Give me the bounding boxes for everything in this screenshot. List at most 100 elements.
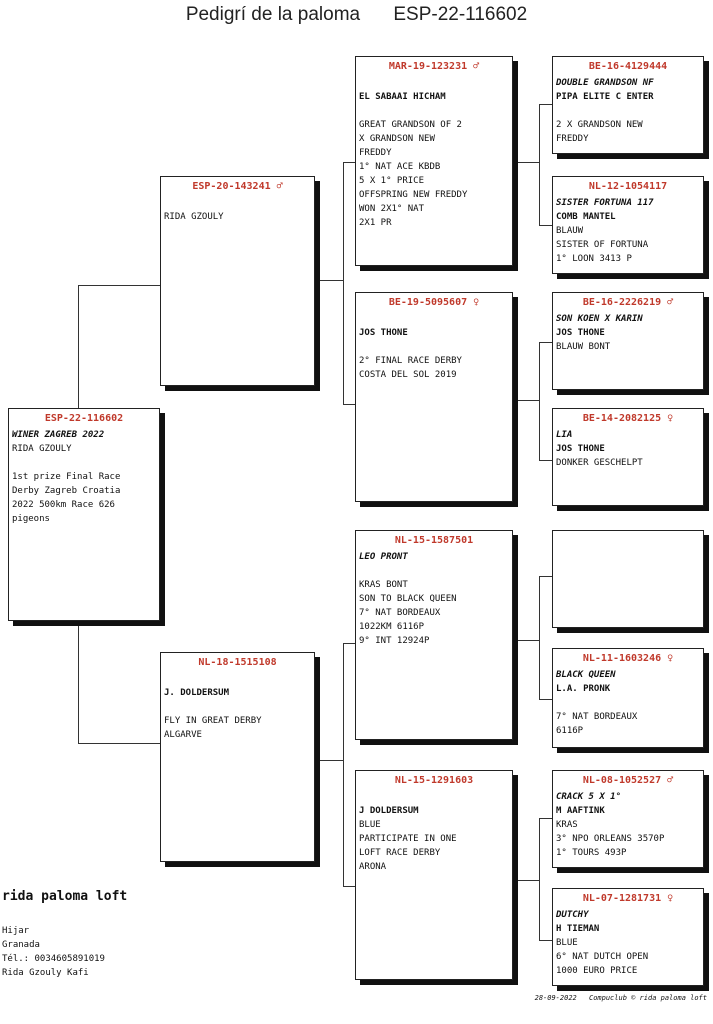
pedigree-line: Derby Zagreb Croatia [12, 486, 121, 496]
connector [539, 225, 553, 226]
ring-number: ESP-22-116602 [44, 413, 124, 424]
pedigree-line: SON KOEN X KARIN [556, 314, 643, 324]
pedigree-line: LIA [556, 430, 573, 440]
pedigree-line [359, 312, 509, 326]
pedigree-line: 1° NAT ACE KBDB [359, 162, 441, 172]
pedigree-line [164, 196, 311, 210]
pedigree-line: BLUE [359, 820, 381, 830]
connector [539, 460, 553, 461]
pedigree-line: OFFSPRING NEW FREDDY [359, 190, 468, 200]
connector [539, 576, 540, 699]
pedigree-line [556, 104, 700, 118]
pedigree-line: BLACK QUEEN [556, 670, 616, 680]
pedigree-line: FREDDY [359, 148, 392, 158]
pedigree-line: 1° TOURS 493P [556, 848, 627, 858]
connector [78, 743, 160, 744]
connector [513, 880, 539, 881]
pedigree-line [164, 672, 311, 686]
pedigree-line: X GRANDSON NEW [359, 134, 435, 144]
pedigree-line [556, 696, 700, 710]
connector [315, 280, 343, 281]
pedigree-line: 2X1 PR [359, 218, 392, 228]
ring-number: NL-12-1054117 [588, 181, 668, 192]
pedigree-line: ARONA [359, 862, 387, 872]
connector [513, 640, 539, 641]
pedigree-line: 1000 EURO PRICE [556, 966, 638, 976]
pedigree-line: 7° NAT BORDEAUX [556, 712, 638, 722]
pedigree-line: FLY IN GREAT DERBY [164, 716, 262, 726]
pedigree-line: 6° NAT DUTCH OPEN [556, 952, 649, 962]
ring-number: BE-19-5095607 ♀ [388, 297, 480, 308]
connector [539, 818, 553, 819]
pedigree-line: J DOLDERSUM [359, 806, 419, 816]
pedigree-line: SISTER OF FORTUNA [556, 240, 649, 250]
pedigree-line: CRACK 5 X 1° [556, 792, 622, 802]
pedigree-line: KRAS BONT [359, 580, 408, 590]
pedigree-line: 1022KM 6116P [359, 622, 425, 632]
dsd-card: NL-11-1603246 ♀ BLACK QUEEN L.A. PRONK 7° N… [552, 648, 704, 748]
pedigree-line: LEO PRONT [359, 552, 408, 562]
pedigree-line [359, 340, 509, 354]
title-label: Pedigrí de la paloma [185, 4, 361, 25]
pedigree-line: 6116P [556, 726, 584, 736]
pedigree-line: 9° INT 12924P [359, 636, 430, 646]
pedigree-line: COMB MANTEL [556, 212, 616, 222]
pedigree-line [164, 700, 311, 714]
connector [343, 162, 344, 404]
connector [539, 104, 540, 225]
sire-card: ESP-20-143241 ♂ RIDA GZOULY [160, 176, 315, 386]
connector [78, 621, 79, 743]
ring-number: NL-11-1603246 ♀ [582, 653, 674, 664]
ring-number: NL-15-1291603 [394, 775, 474, 786]
pedigree-line: 3° NPO ORLEANS 3570P [556, 834, 665, 844]
pedigree-line: JOS THONE [556, 328, 605, 338]
pedigree-line [12, 456, 156, 470]
pedigree-line: FREDDY [556, 134, 589, 144]
pedigree-line: 2° FINAL RACE DERBY [359, 356, 462, 366]
connector [539, 818, 540, 940]
title-ring: ESP-22-116602 [393, 4, 528, 25]
pedigree-line: 5 X 1° PRICE [359, 176, 425, 186]
ring-number: NL-07-1281731 ♀ [582, 893, 674, 904]
pedigree-line: L.A. PRONK [556, 684, 611, 694]
ring-number: ESP-20-143241 ♂ [192, 181, 283, 192]
pedigree-line: LOFT RACE DERBY [359, 848, 441, 858]
pedigree-line: M AAFTINK [556, 806, 605, 816]
connector [513, 400, 539, 401]
loft-line: Hijar [2, 926, 30, 936]
pedigree-line: 1° LOON 3413 P [556, 254, 632, 264]
connector [343, 643, 356, 644]
pedigree-line: WON 2X1° NAT [359, 204, 425, 214]
ring-number: MAR-19-123231 ♂ [388, 61, 480, 72]
pedigree-line: SON TO BLACK QUEEN [359, 594, 457, 604]
pedigree-line: pigeons [12, 514, 50, 524]
pedigree-line: ALGARVE [164, 730, 202, 740]
loft-line: Granada [2, 940, 40, 950]
pedigree-line: RIDA GZOULY [164, 212, 224, 222]
connector [539, 342, 540, 460]
loft-line: Rida Gzouly Kafi [2, 968, 89, 978]
footer: 28-09-2022 Compuclub © rida paloma loft [527, 994, 707, 1002]
pedigree-line [359, 104, 509, 118]
dss-card [552, 530, 704, 628]
connector [539, 699, 553, 700]
ring-number: NL-18-1515108 [198, 657, 277, 668]
sds-card: BE-16-2226219 ♂ SON KOEN X KARIN JOS THONE… [552, 292, 704, 390]
ring-number: BE-14-2082125 ♀ [582, 413, 674, 424]
pedigree-line: J. DOLDERSUM [164, 688, 230, 698]
connector [343, 404, 356, 405]
pedigree-line: 1st prize Final Race [12, 472, 121, 482]
connector [513, 162, 539, 163]
ring-number: BE-16-2226219 ♂ [582, 297, 674, 308]
connector [78, 285, 160, 286]
pedigree-line: PIPA ELITE C ENTER [556, 92, 654, 102]
pedigree-line: 7° NAT BORDEAUX [359, 608, 441, 618]
pedigree-line: JOS THONE [556, 444, 605, 454]
